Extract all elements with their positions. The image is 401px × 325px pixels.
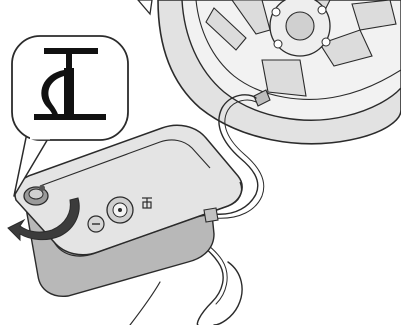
hub-center [286,12,314,40]
pressure-gauge [107,197,133,223]
car-wheel [138,0,401,144]
tyre-compressor [15,125,242,296]
deflate-button [88,216,104,232]
hose-outlet [204,208,218,222]
car-body-fragment [138,0,152,14]
